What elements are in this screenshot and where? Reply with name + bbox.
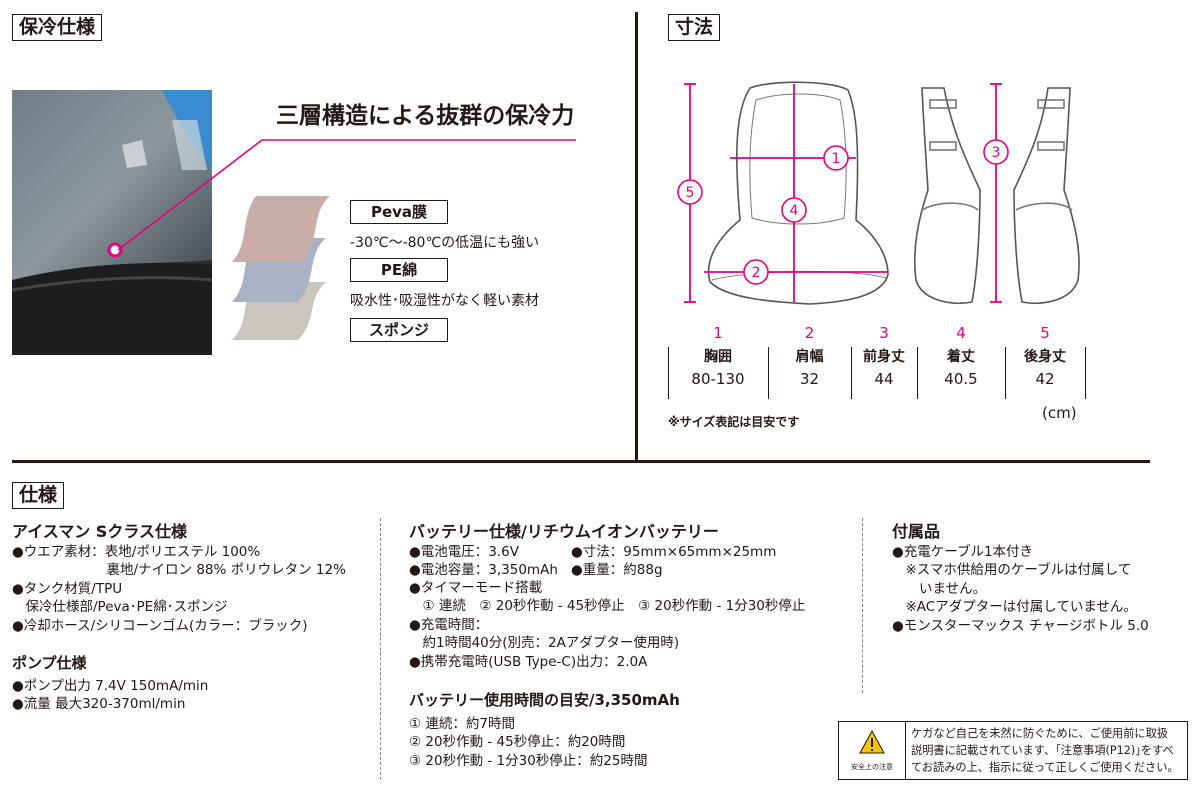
dim-col-5: 5 後身丈 42 xyxy=(1024,324,1066,388)
specs-section-label: 仕様 xyxy=(12,482,65,509)
battery-capacity: ●電池容量：3,350mAh xyxy=(409,562,558,578)
layer-desc-peva: -30℃〜-80℃の低温にも強い xyxy=(350,235,540,251)
safety-warning-box: 安全上の注意 ケガなど自己を未然に防ぐために、ご使用前に取扱 説明書に記載されて… xyxy=(838,721,1188,780)
layer-label-peva: Peva膜 xyxy=(350,200,448,224)
spec-col1-lines: ●ウエア素材：表地/ポリエステル 100% 裏地/ナイロン 88% ポリウレタン… xyxy=(12,544,346,634)
section-divider-horizontal xyxy=(12,460,1150,463)
warning-text: ケガなど自己を未然に防ぐために、ご使用前に取扱 説明書に記載されています、｢注意… xyxy=(911,727,1179,774)
layer-label-sponge: スポンジ xyxy=(350,318,448,342)
battery-voltage: ●電池電圧：3.6V xyxy=(409,544,519,560)
cooling-photo xyxy=(12,90,212,355)
vest-diagram: 1 2 3 4 5 xyxy=(677,81,1080,305)
dimensions-section-label: 寸法 xyxy=(668,14,721,41)
dim-col-1: 1 胸囲 80-130 xyxy=(691,324,745,388)
layer-swatches xyxy=(232,196,330,340)
spec-col3-title: 付属品 xyxy=(892,522,941,541)
pump-title: ポンプ仕様 xyxy=(12,654,87,672)
spec-col1-title: アイスマン Sクラス仕様 xyxy=(12,522,188,541)
marker-5: 5 xyxy=(686,185,695,201)
spec-divider-2 xyxy=(862,518,863,693)
usage-lines: ① 連続：約7時間 ② 20秒作動 - 45秒停止：約20時間 ③ 20秒作動 … xyxy=(409,716,648,769)
warning-icon-caption: 安全上の注意 xyxy=(851,763,893,771)
section-divider-vertical xyxy=(635,12,638,462)
battery-lines: ●タイマーモード搭載 ① 連続 ② 20秒作動 - 45秒停止 ③ 20秒作動 … xyxy=(409,580,806,670)
accessory-lines: ●充電ケーブル1本付き ※スマホ供給用のケーブルは付属して いません。 ※ACア… xyxy=(892,544,1149,634)
marker-2: 2 xyxy=(752,265,761,281)
spec-divider-1 xyxy=(380,518,381,780)
marker-1: 1 xyxy=(832,151,841,167)
cooling-section-label: 保冷仕様 xyxy=(12,14,103,41)
vest-front-view xyxy=(913,87,1080,304)
layer-label-pe: PE綿 xyxy=(350,258,448,282)
marker-4: 4 xyxy=(790,203,799,219)
dimension-note: ※サイズ表記は目安です xyxy=(668,415,800,429)
cooling-headline: 三層構造による抜群の保冷力 xyxy=(276,103,575,129)
battery-size: ●寸法：95mm×65mm×25mm xyxy=(571,544,777,560)
callout-leader-line xyxy=(117,139,576,251)
dim-col-4: 4 着丈 40.5 xyxy=(944,324,978,388)
dimension-unit: (cm) xyxy=(1042,404,1077,422)
layer-desc-pe: 吸水性･吸湿性がなく軽い素材 xyxy=(350,293,539,309)
dim-col-2: 2 肩幅 32 xyxy=(795,324,824,388)
vest-back-view xyxy=(707,81,889,305)
pump-lines: ●ポンプ出力 7.4V 150mA/min ●流量 最大320-370ml/mi… xyxy=(12,678,209,713)
battery-weight: ●重量：約88g xyxy=(571,562,663,578)
warning-icon-cell: 安全上の注意 xyxy=(839,722,906,779)
layer-swatch-peva xyxy=(232,196,330,262)
marker-3: 3 xyxy=(992,145,1001,161)
spec-col2-title: バッテリー仕様/リチウムイオンバッテリー xyxy=(409,522,719,541)
usage-title: バッテリー使用時間の目安/3,350mAh xyxy=(409,691,680,709)
warning-triangle-icon xyxy=(859,730,885,754)
dim-col-3: 3 前身丈 44 xyxy=(863,324,905,388)
